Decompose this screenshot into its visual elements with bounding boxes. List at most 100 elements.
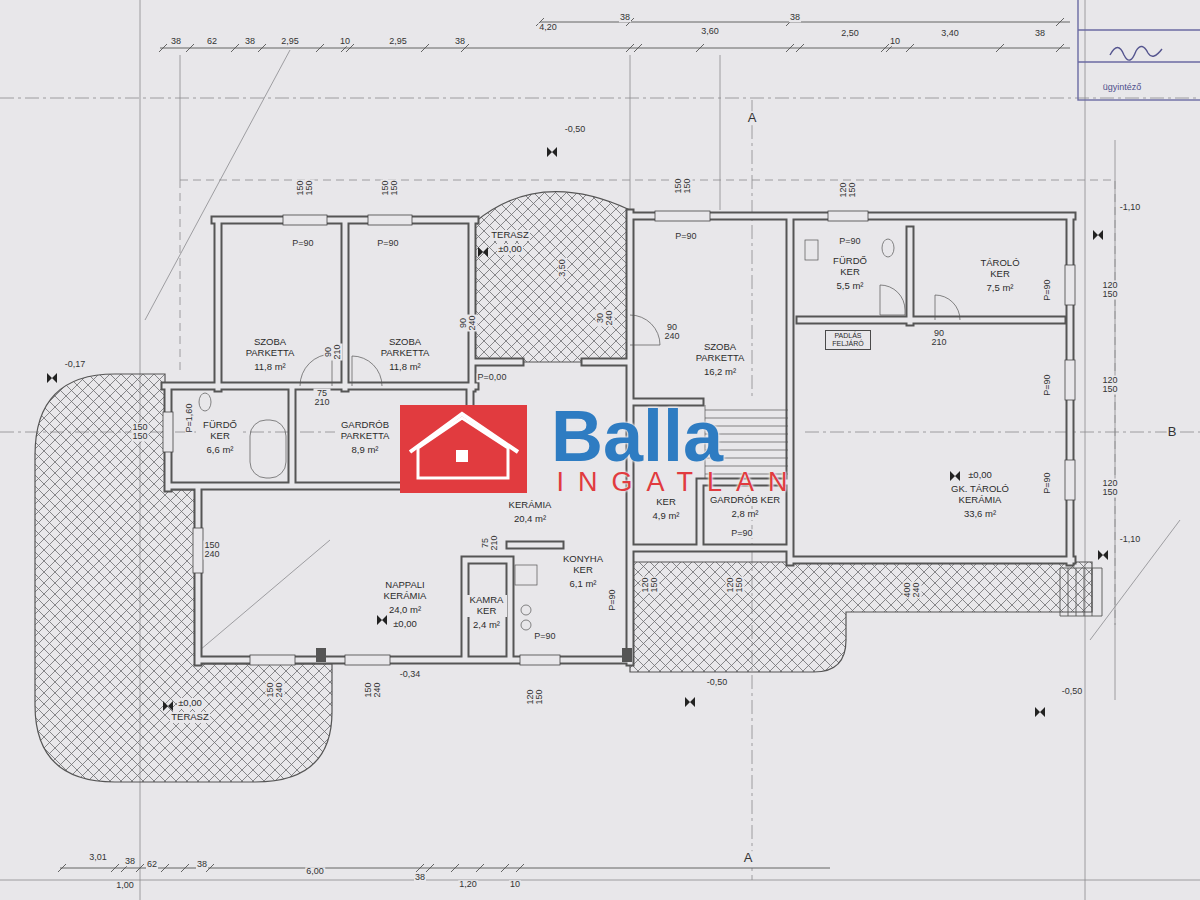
text-column: SZOBA PARKETTA 16,2 m² — [690, 342, 750, 378]
dimension-label: 3,01 — [88, 853, 108, 862]
room-label: 5,5 m² — [836, 281, 865, 292]
dimension-label: 10 — [889, 37, 901, 46]
room-label: ±0,00 — [497, 244, 523, 255]
room-label: ±0,00 — [392, 619, 418, 630]
dimension-label: 3,50 — [558, 258, 567, 278]
room-label: SZOBA PARKETTA — [690, 342, 750, 364]
room-area: KAMRA KER2,4 m² — [465, 565, 508, 657]
dimension-label: 6,00 — [305, 867, 325, 876]
room-area: ±0,00GK. TÁROLÓ KERÁMIA33,6 m² PADLÁS FEL… — [800, 325, 1060, 555]
watermark-text: Balla — [550, 400, 724, 472]
dimension-label: 38 — [170, 37, 182, 46]
room-label: ±0,00 — [177, 698, 203, 709]
opening-size: 90 240 — [663, 323, 680, 342]
room-label: 7,5 m² — [986, 283, 1015, 294]
room-label: PADLÁS FELJÁRÓ — [828, 332, 868, 348]
opening-size: 120 150 — [526, 688, 545, 705]
dimension-label: 38 — [244, 37, 256, 46]
text-column: FÜRDŐ KER 6,6 m² — [197, 420, 243, 456]
opening-size: 75 210 — [313, 389, 330, 408]
dimension-label: 1,00 — [115, 881, 135, 890]
opening-size: 90 210 — [324, 343, 343, 360]
dimension-label: 38 — [196, 860, 208, 869]
room-label: SZOBA PARKETTA — [240, 337, 300, 359]
opening-size: 150 150 — [381, 179, 400, 196]
opening-size: 150 240 — [203, 541, 220, 560]
elevation-label: -0,34 — [399, 670, 422, 679]
room-area: NAPPALI KERÁMIA24,0 m²±0,00 — [200, 490, 458, 655]
room-label: FÜRDŐ KER — [827, 256, 873, 278]
dimension-label: 38 — [789, 13, 801, 22]
text-column: PADLÁS FELJÁRÓ — [828, 332, 868, 348]
room-label: TERASZ — [170, 712, 209, 723]
room-label: 4,9 m² — [652, 511, 681, 522]
opening-size: 90 210 — [930, 329, 947, 348]
text-column: TERASZ ±0,00 — [480, 230, 540, 255]
room-label: TÁROLÓ KER — [975, 258, 1025, 280]
text-column: ±0,00GK. TÁROLÓ KERÁMIA33,6 m² — [944, 470, 1016, 520]
opening-size: P=0,00 — [477, 373, 508, 382]
room-label: 11,8 m² — [253, 362, 287, 373]
room-label: KER — [655, 497, 677, 508]
room-area: SZOBA PARKETTA11,8 m² — [350, 225, 468, 383]
opening-size: P=90 — [608, 588, 617, 611]
opening-size: 120 150 — [1101, 281, 1118, 300]
text-column: GARDRÓB PARKETTA 8,9 m² — [335, 420, 395, 456]
room-label: 16,2 m² — [703, 367, 737, 378]
watermark-logo — [400, 405, 527, 493]
dimension-label: 3,60 — [700, 27, 720, 36]
opening-size: P=90 — [291, 239, 314, 248]
opening-size: P=90 — [1043, 373, 1052, 396]
opening-size: 150 150 — [296, 179, 315, 196]
attic-access-box: PADLÁS FELJÁRÓ — [825, 330, 871, 350]
terrace-area: TERASZ ±0,00 — [480, 195, 625, 355]
dimension-label: 2,95 — [388, 37, 408, 46]
room-area: SZOBA PARKETTA 16,2 m² — [635, 220, 785, 398]
room-label: ±0,00 — [967, 470, 993, 481]
dimension-label: 62 — [206, 37, 218, 46]
dimension-label: 38 — [414, 873, 426, 882]
opening-size: P=90 — [674, 232, 697, 241]
opening-size: P=90 — [376, 239, 399, 248]
opening-size: P=90 — [533, 632, 556, 641]
text-column: TÁROLÓ KER 7,5 m² — [975, 258, 1025, 294]
room-label: 6,6 m² — [206, 445, 235, 456]
opening-size: 150 240 — [266, 681, 285, 698]
opening-size: 120 150 — [726, 576, 745, 593]
text-column: KONYHA KER6,1 m² — [560, 554, 606, 590]
dimension-label: 4,20 — [538, 23, 558, 32]
elevation-label: -0,50 — [706, 678, 729, 687]
opening-size: 400 240 — [903, 581, 922, 598]
room-label: TERASZ — [490, 230, 529, 241]
opening-size: P=1,60 — [185, 403, 194, 434]
elevation-label: -0,17 — [64, 360, 87, 369]
room-label: KERÁMIA — [508, 500, 553, 511]
terrace-area: ±0,00TERASZ — [40, 680, 280, 775]
dimension-label: 62 — [146, 860, 158, 869]
opening-size: P=90 — [1043, 278, 1052, 301]
room-label: 33,6 m² — [963, 509, 997, 520]
watermark-text: INGATLAN — [555, 469, 802, 496]
text-column: SZOBA PARKETTA11,8 m² — [375, 337, 435, 373]
opening-size: 120 150 — [839, 181, 858, 198]
elevation-label: -1,10 — [1119, 535, 1142, 544]
room-label: GARDRÓB KER — [709, 495, 781, 506]
room-label: FÜRDŐ KER — [197, 420, 243, 442]
text-column: FÜRDŐ KER 5,5 m² — [827, 256, 873, 292]
text-column: GARDRÓB KER2,8 m² — [705, 495, 785, 520]
opening-size: P=90 — [730, 529, 753, 538]
opening-size: P=90 — [1043, 471, 1052, 494]
room-label: GARDRÓB PARKETTA — [335, 420, 395, 442]
opening-size: 150 150 — [674, 177, 693, 194]
room-area: TÁROLÓ KER 7,5 m² — [915, 228, 1060, 318]
opening-size: 90 240 — [459, 314, 478, 331]
text-column: NAPPALI KERÁMIA24,0 m²±0,00 — [375, 580, 435, 630]
text-column: KERÁMIA20,4 m² — [500, 500, 560, 525]
elevation-label: -0,50 — [564, 125, 587, 134]
room-label: KONYHA KER — [560, 554, 606, 576]
stamp-text: ügyintéző — [1102, 83, 1143, 92]
section-marker: B — [1167, 425, 1178, 439]
opening-size: 120 150 — [1101, 479, 1118, 498]
room-label: 8,9 m² — [351, 445, 380, 456]
opening-size: 120 150 — [1101, 376, 1118, 395]
